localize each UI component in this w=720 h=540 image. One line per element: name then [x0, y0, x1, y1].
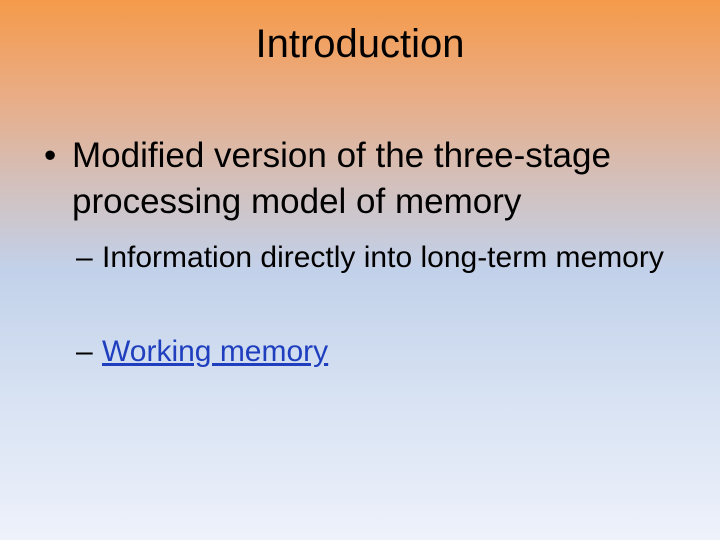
main-bullet-text: Modified version of the three-stage proc… [72, 136, 611, 221]
main-bullet: • Modified version of the three-stage pr… [44, 133, 694, 225]
sub-bullet-information: – Information directly into long-term me… [76, 238, 676, 278]
slide-title: Introduction [255, 22, 465, 66]
sub-bullet-text: Information directly into long-term memo… [102, 241, 664, 274]
sub-bullet-working-memory: – Working memory [76, 332, 676, 372]
dash-marker: – [76, 335, 93, 368]
dash-marker: – [76, 241, 93, 274]
working-memory-link[interactable]: Working memory [102, 335, 329, 368]
bullet-marker: • [44, 136, 57, 175]
